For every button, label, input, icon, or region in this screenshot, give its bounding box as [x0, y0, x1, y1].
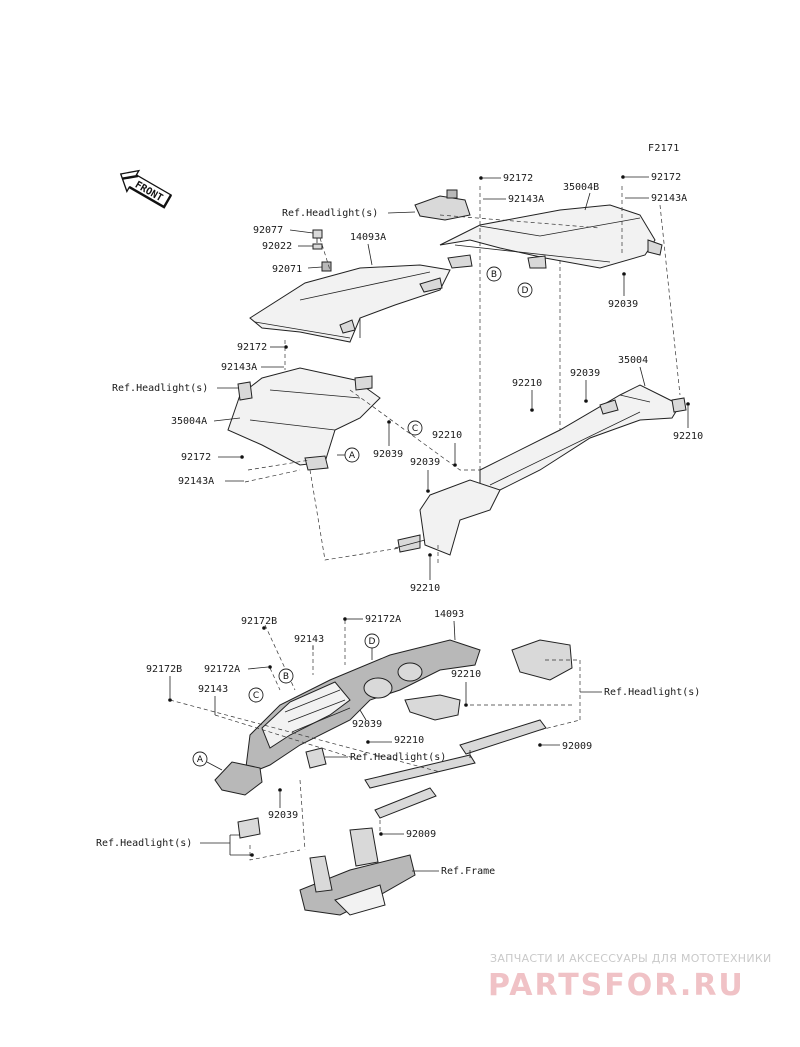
label-92172B-1: 92172B — [241, 616, 277, 627]
svg-text:C: C — [253, 691, 259, 701]
label-92210-2: 92210 — [673, 431, 703, 442]
ref-headlight-1: Ref.Headlight(s) — [282, 208, 378, 219]
cover-35004B — [439, 204, 663, 269]
ref-frame: Ref.Frame — [441, 866, 495, 877]
label-92143-1: 92143 — [294, 634, 324, 645]
ref-headlight-5: Ref.Headlight(s) — [96, 838, 192, 849]
frame — [299, 827, 416, 916]
label-92172B-2: 92172B — [146, 664, 182, 675]
svg-text:D: D — [522, 286, 529, 296]
label-92009-1: 92009 — [562, 741, 592, 752]
fastener-92077 — [312, 229, 323, 243]
callout-b-upper: B — [486, 266, 502, 282]
label-35004A: 35004A — [171, 416, 207, 427]
label-92172-top: 92172 — [503, 173, 533, 184]
fastener-92022 — [312, 243, 323, 250]
bracket-lower-center — [394, 479, 501, 556]
label-92143A-top: 92143A — [508, 194, 544, 205]
ref-headlight-2: Ref.Headlight(s) — [112, 383, 208, 394]
label-92022: 92022 — [262, 241, 292, 252]
ref-headlight-4: Ref.Headlight(s) — [350, 752, 446, 763]
lower-duct — [214, 761, 263, 796]
label-92210-5: 92210 — [451, 669, 481, 680]
watermark-tagline: ЗАПЧАСТИ И АКСЕССУАРЫ ДЛЯ МОТОТЕХНИКИ — [490, 952, 772, 965]
bracket-small-mid — [305, 747, 327, 769]
callout-d-upper: D — [517, 282, 533, 298]
label-92210-1: 92210 — [512, 378, 542, 389]
label-92039-2: 92039 — [373, 449, 403, 460]
callout-b-lower: B — [278, 668, 294, 684]
label-35004: 35004 — [618, 355, 648, 366]
front-arrow-icon: FRONT — [119, 169, 173, 209]
label-92172-tr: 92172 — [651, 172, 681, 183]
label-14093A: 14093A — [350, 232, 386, 243]
figure-code: F2171 — [648, 143, 680, 154]
label-92210-3: 92210 — [432, 430, 462, 441]
label-92210-6: 92210 — [394, 735, 424, 746]
label-92143A-tr: 92143A — [651, 193, 687, 204]
watermark-logo: PARTSFOR.RU — [488, 968, 745, 1003]
callout-a-lower: A — [192, 751, 208, 767]
ref-headlight-3: Ref.Headlight(s) — [604, 687, 700, 698]
label-92172-mid: 92172 — [237, 342, 267, 353]
label-92039-1: 92039 — [608, 299, 638, 310]
fastener-92071 — [321, 261, 332, 272]
callout-a-upper: A — [344, 447, 360, 463]
label-92077: 92077 — [253, 225, 283, 236]
label-92009-2: 92009 — [406, 829, 436, 840]
bracket-mid-left — [237, 381, 253, 401]
label-92172-low: 92172 — [181, 452, 211, 463]
svg-text:C: C — [412, 424, 418, 434]
label-92039-4: 92039 — [410, 457, 440, 468]
cross-member — [364, 719, 547, 819]
callout-c-upper: C — [407, 420, 423, 436]
svg-text:A: A — [197, 755, 204, 765]
label-92172A-2: 92172A — [204, 664, 240, 675]
cover-35004A — [227, 367, 381, 471]
label-92143A-mid: 92143A — [221, 362, 257, 373]
label-92143-2: 92143 — [198, 684, 228, 695]
svg-text:B: B — [491, 270, 497, 280]
bracket-lower-right — [404, 639, 573, 721]
bracket-top-left — [414, 189, 471, 221]
label-92071: 92071 — [272, 264, 302, 275]
label-92039-3: 92039 — [570, 368, 600, 379]
bracket-35004 — [479, 384, 687, 491]
svg-text:A: A — [349, 451, 356, 461]
label-92039-5: 92039 — [352, 719, 382, 730]
upper-cover-14093A — [249, 264, 451, 343]
inner-panel-14093 — [244, 639, 481, 776]
callout-c-lower: C — [248, 687, 264, 703]
label-92039-6: 92039 — [268, 810, 298, 821]
callout-d-lower: D — [364, 633, 380, 649]
svg-text:D: D — [369, 637, 376, 647]
label-92172A-1: 92172A — [365, 614, 401, 625]
label-14093: 14093 — [434, 609, 464, 620]
label-92143A-low: 92143A — [178, 476, 214, 487]
bracket-small-left — [237, 817, 261, 839]
svg-text:B: B — [283, 672, 289, 682]
label-92210-4: 92210 — [410, 583, 440, 594]
label-35004B: 35004B — [563, 182, 599, 193]
